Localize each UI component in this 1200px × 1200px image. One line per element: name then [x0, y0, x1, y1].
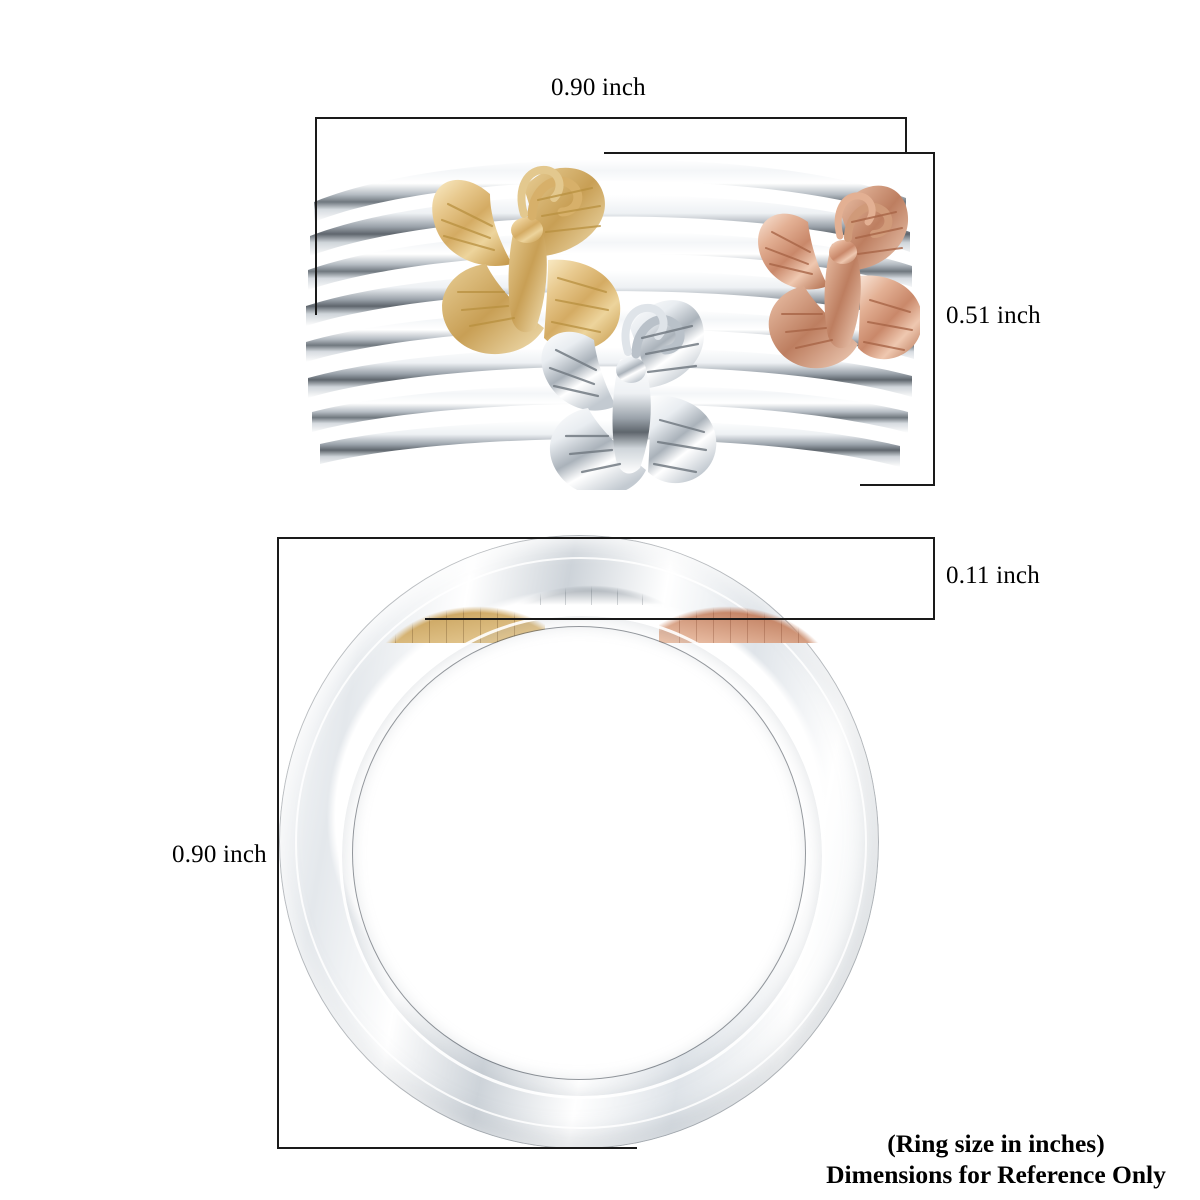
ring-profile-view — [279, 535, 879, 1149]
rose-gold-butterfly — [758, 185, 923, 369]
dim-tick-outer-diameter-bottom — [277, 1147, 637, 1149]
profile-silver-texture — [511, 535, 671, 605]
dim-label-outer-diameter: 0.90 inch — [172, 841, 267, 868]
dim-line-outer-diameter — [277, 537, 279, 1149]
dim-tick-face-height-bottom — [860, 484, 935, 486]
dim-tick-band-thickness — [933, 537, 935, 620]
profile-rose-gold-accent — [659, 535, 829, 643]
dim-tick-top-width-right — [905, 117, 907, 153]
dim-label-top-width: 0.90 inch — [551, 74, 646, 101]
ring-opening — [353, 627, 805, 1079]
caption-line-1: (Ring size in inches) — [887, 1129, 1105, 1158]
diagram-caption: (Ring size in inches) Dimensions for Ref… — [800, 1128, 1192, 1190]
dim-line-band-thickness-bottom — [425, 618, 935, 620]
dim-line-band-thickness-top — [277, 537, 935, 539]
profile-rose-texture — [659, 535, 829, 643]
profile-silver-accent — [511, 535, 671, 605]
ring-top-view-illustration — [306, 159, 923, 496]
dim-line-face-height — [933, 152, 935, 486]
dim-tick-face-height-top — [604, 152, 935, 154]
silver-butterfly — [541, 300, 717, 496]
dim-line-top-width — [315, 117, 907, 119]
dim-label-band-thickness: 0.11 inch — [946, 562, 1040, 589]
ring-top-view — [300, 140, 923, 496]
dim-tick-top-width-left — [315, 117, 317, 315]
gold-butterfly — [432, 165, 621, 355]
dim-label-face-height: 0.51 inch — [946, 302, 1041, 329]
caption-line-2: Dimensions for Reference Only — [826, 1160, 1166, 1189]
